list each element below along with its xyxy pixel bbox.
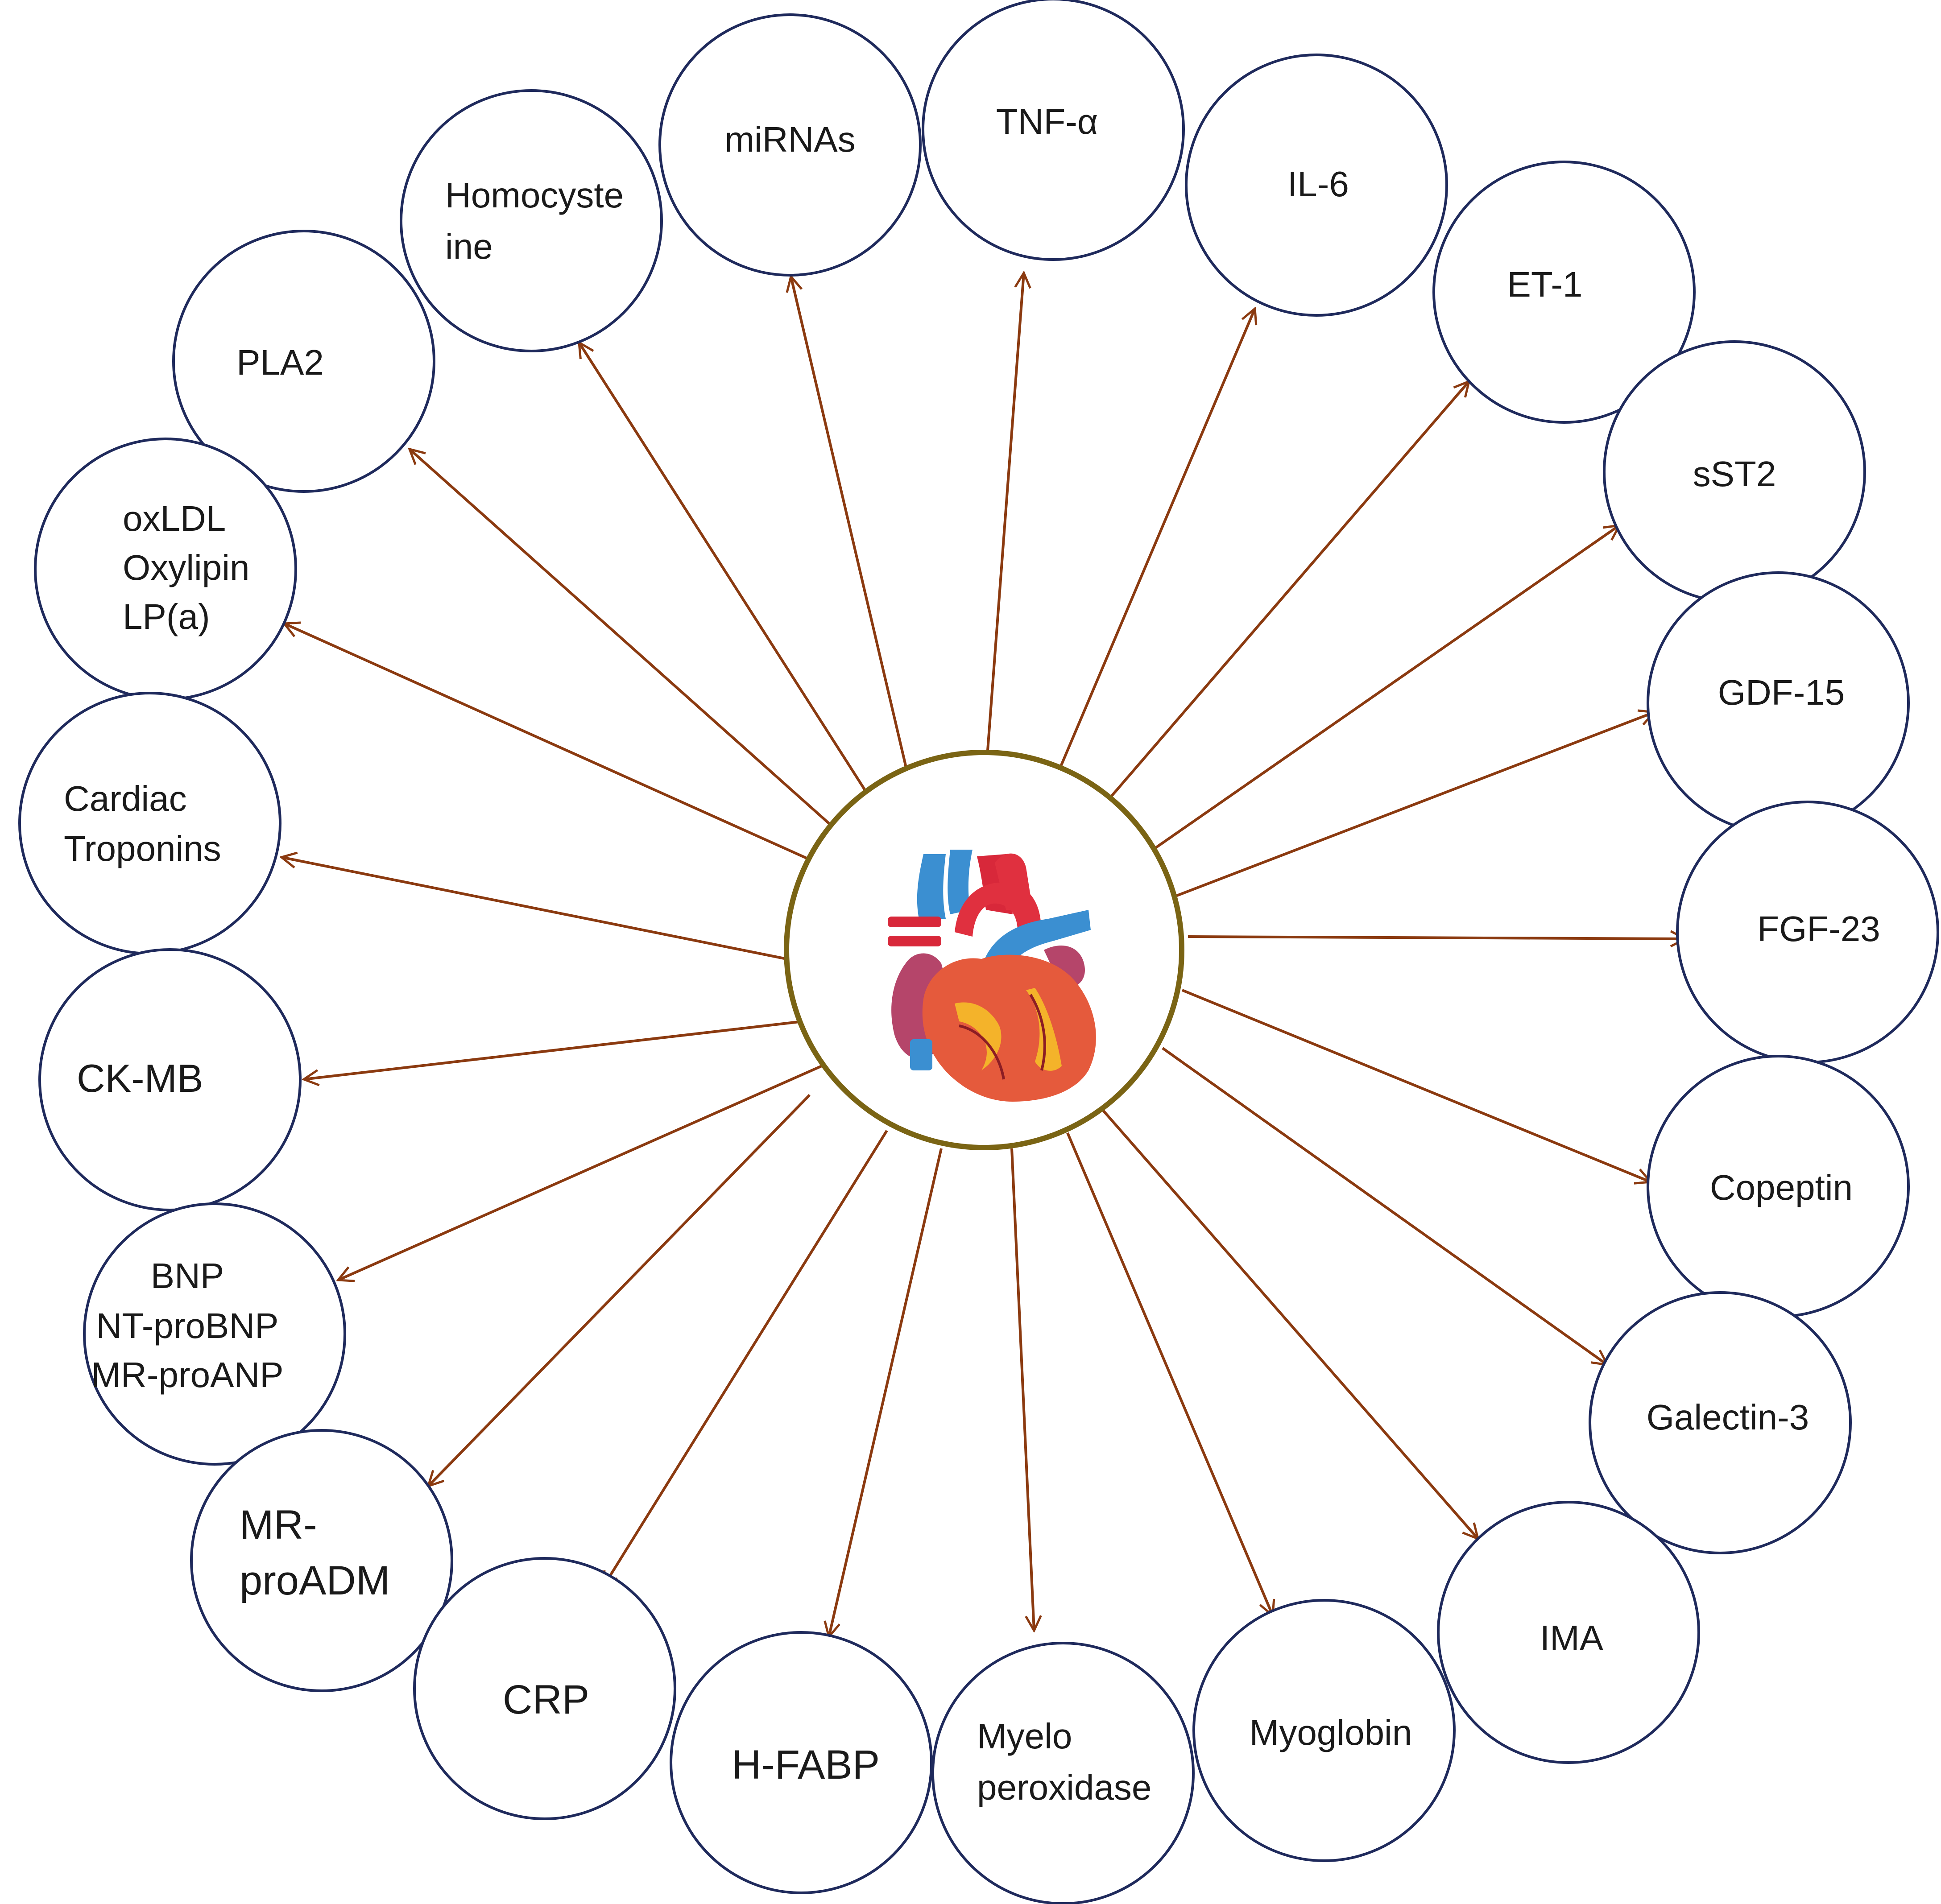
arrow-to-gdf-15 <box>1174 712 1654 898</box>
arrow-to-myoglobin <box>1066 1132 1273 1615</box>
node-et-1: ET-1 <box>1432 161 1696 424</box>
node-circle <box>931 1642 1195 1904</box>
node-circle <box>1432 161 1696 424</box>
node-homocysteine: Homocyste ine <box>400 89 663 352</box>
node-copeptin: Copeptin <box>1647 1055 1910 1318</box>
node-label-line: IL-6 <box>1287 164 1349 204</box>
node-fgf-23: FGF-23 <box>1676 801 1939 1064</box>
node-label-line: CK-MB <box>77 1056 203 1100</box>
node-circle <box>1437 1501 1700 1764</box>
arrow-to-oxldl <box>284 624 807 859</box>
node-label-line: oxLDL <box>123 499 226 538</box>
node-label-line: Myelo <box>977 1716 1072 1756</box>
node-circle <box>400 89 663 352</box>
node-label-line: FGF-23 <box>1757 909 1880 949</box>
arrow-to-crp <box>603 1130 888 1587</box>
node-label-line: miRNAs <box>724 120 855 159</box>
node-label-line: H-FABP <box>732 1742 880 1788</box>
node-label-line: proADM <box>240 1558 390 1603</box>
arrow-to-tnf-alpha <box>985 273 1024 774</box>
node-label-line: NT-proBNP <box>96 1306 279 1346</box>
arrow-to-ck-mb <box>304 1020 803 1079</box>
node-myeloperoxidase: Myelo peroxidase <box>931 1642 1195 1904</box>
node-label-line: Troponins <box>64 829 221 868</box>
node-galectin-3: Galectin-3 <box>1589 1291 1852 1554</box>
node-label-line: Copeptin <box>1710 1168 1853 1207</box>
node-myoglobin: Myoglobin <box>1192 1599 1456 1862</box>
node-label-line: Myoglobin <box>1250 1713 1412 1752</box>
node-pla2: PLA2 <box>172 230 435 493</box>
node-gdf-15: GDF-15 <box>1647 571 1910 834</box>
node-label-line: CRP <box>503 1677 589 1722</box>
arrow-to-h-fabp <box>829 1148 943 1637</box>
node-label-line: Homocyste <box>445 175 624 215</box>
node-circle <box>922 0 1185 261</box>
node-bnp: BNP NT-proBNP MR-proANP <box>83 1202 346 1466</box>
node-label-line: MR- <box>240 1502 317 1548</box>
center-node <box>784 750 1184 1150</box>
node-label-line: MR-proANP <box>91 1355 283 1395</box>
arrow-to-il-6 <box>1051 309 1255 788</box>
node-label-line: Cardiac <box>64 779 187 818</box>
node-label-line: PLA2 <box>236 343 324 382</box>
node-crp: CRP <box>413 1557 676 1820</box>
node-label-line: IMA <box>1540 1618 1604 1658</box>
node-circle <box>83 1202 346 1466</box>
node-oxldl: oxLDL Oxylipin LP(a) <box>34 438 297 701</box>
node-tnf-alpha: TNF-α <box>922 0 1185 261</box>
node-circle <box>18 692 281 955</box>
arrow-to-mirnas <box>791 277 912 787</box>
node-circle <box>413 1557 676 1820</box>
node-mirnas: miRNAs <box>658 13 922 277</box>
node-circle <box>1589 1291 1852 1554</box>
node-label-line: ine <box>445 227 493 266</box>
node-circle <box>190 1429 453 1692</box>
arrow-to-cardiac-troponins <box>281 857 789 961</box>
arrow-to-copeptin <box>1181 989 1651 1182</box>
arrow-to-sst2 <box>1141 525 1619 859</box>
arrow-to-pla2 <box>410 449 842 835</box>
node-label-line: Galectin-3 <box>1647 1397 1809 1437</box>
node-circle <box>172 230 435 493</box>
node-label-line: TNF-α <box>996 102 1098 141</box>
node-circle <box>38 948 302 1211</box>
arrow-to-galectin-3 <box>1162 1047 1607 1365</box>
node-circle <box>1185 54 1448 317</box>
node-mr-proadm: MR- proADM <box>190 1429 453 1692</box>
arrow-to-homocysteine <box>579 343 873 801</box>
node-label-line: LP(a) <box>123 597 210 636</box>
node-label-line: peroxidase <box>977 1768 1151 1807</box>
arrow-to-ima <box>1102 1110 1478 1539</box>
arrow-to-bnp <box>338 1058 838 1280</box>
arrow-to-myeloperoxidase <box>1010 1148 1034 1631</box>
node-label-line: ET-1 <box>1507 264 1583 304</box>
node-circle <box>670 1631 933 1894</box>
arrows-layer <box>281 273 1685 1637</box>
arrow-to-mr-proadm <box>428 1094 811 1486</box>
arrow-to-fgf-23 <box>1188 937 1685 939</box>
node-circle <box>658 13 922 277</box>
node-label-line: GDF-15 <box>1718 673 1845 712</box>
heart-icon <box>888 850 1096 1102</box>
arrow-to-et-1 <box>1103 381 1469 805</box>
node-circle <box>1192 1599 1456 1862</box>
node-cardiac-troponins: Cardiac Troponins <box>18 692 281 955</box>
node-il-6: IL-6 <box>1185 54 1448 317</box>
node-ck-mb: CK-MB <box>38 948 302 1211</box>
node-sst2: sST2 <box>1603 340 1866 603</box>
node-label-line: BNP <box>151 1256 224 1296</box>
node-label-line: sST2 <box>1693 454 1776 494</box>
node-label-line: Oxylipin <box>123 548 250 587</box>
node-h-fabp: H-FABP <box>670 1631 933 1894</box>
node-ima: IMA <box>1437 1501 1700 1764</box>
